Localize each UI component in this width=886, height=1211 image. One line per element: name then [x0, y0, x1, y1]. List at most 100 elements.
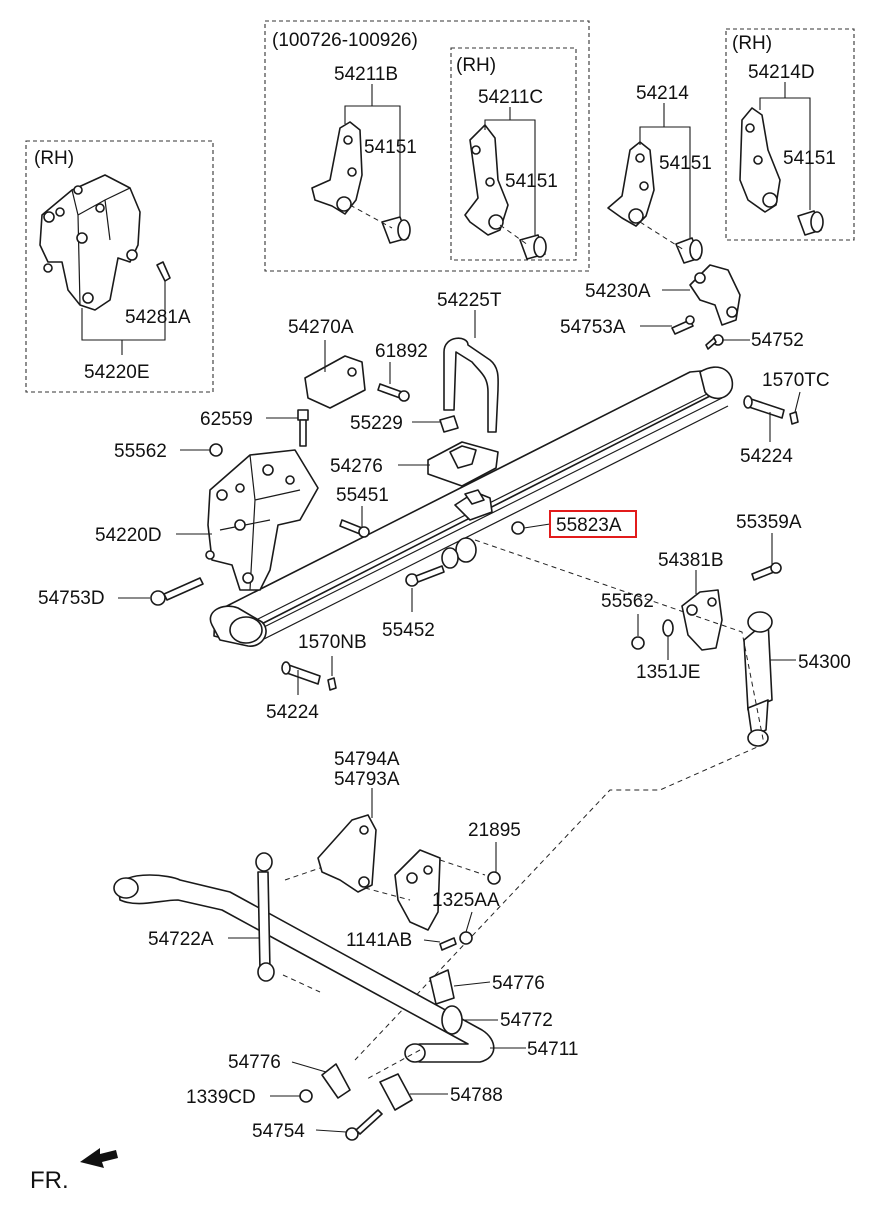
nut-55229 — [439, 415, 459, 433]
bolt-1141AB — [439, 937, 457, 951]
bolt-61892 — [377, 383, 410, 402]
pad-54276 — [427, 441, 499, 487]
group-box-date-range — [264, 20, 590, 272]
bushing-center — [441, 537, 477, 569]
hanger-bracket-54220D — [205, 449, 319, 591]
label-rh-left: (RH) — [34, 148, 74, 169]
label-54151-a: 54151 — [364, 137, 417, 158]
nut-54752 — [705, 334, 724, 350]
washer-1351JE — [662, 619, 674, 637]
label-54711: 54711 — [527, 1039, 578, 1060]
highlight-box-55823A — [549, 510, 637, 538]
label-1570NB: 1570NB — [298, 632, 367, 653]
bolt-54754 — [345, 1109, 383, 1141]
clamp-54776-b — [321, 1063, 351, 1099]
bushing-54772 — [441, 1005, 463, 1035]
bracket-54211B — [311, 121, 363, 215]
bracket-54211C — [464, 124, 509, 236]
label-54214: 54214 — [636, 83, 689, 104]
label-54220E: 54220E — [84, 362, 150, 383]
label-55451: 55451 — [336, 485, 389, 506]
label-rh-right: (RH) — [732, 33, 772, 54]
bolt-62559 — [297, 409, 309, 447]
label-55562-b: 55562 — [601, 591, 654, 612]
clamp-54776-a — [429, 969, 455, 1005]
label-1325AA: 1325AA — [432, 890, 500, 911]
label-54211B: 54211B — [334, 64, 398, 85]
label-54276: 54276 — [330, 456, 383, 477]
bracket-54794A — [317, 814, 377, 893]
nut-1339CD — [299, 1089, 313, 1103]
label-55359A: 55359A — [736, 512, 802, 533]
label-54793A: 54793A — [334, 769, 400, 790]
bushing-54151-b — [519, 234, 547, 260]
label-54224-front: 54224 — [266, 702, 319, 723]
hanger-bracket-54220E — [39, 174, 141, 311]
label-54754: 54754 — [252, 1121, 305, 1142]
label-1570TC: 1570TC — [762, 370, 830, 391]
label-54788: 54788 — [450, 1085, 503, 1106]
label-55229: 55229 — [350, 413, 403, 434]
shackle-54230A — [689, 264, 741, 326]
label-54151-b: 54151 — [505, 171, 558, 192]
label-54151-c: 54151 — [659, 153, 712, 174]
bracket-link-plate — [394, 849, 441, 931]
bolt-55452 — [405, 565, 445, 587]
pin-54224-front — [281, 661, 321, 685]
bracket-54214D — [739, 107, 781, 213]
label-54381B: 54381B — [658, 550, 724, 571]
label-54230A: 54230A — [585, 281, 651, 302]
label-55823A: 55823A — [556, 515, 622, 536]
leaf-spring — [209, 366, 734, 647]
shock-absorber-54300 — [743, 611, 773, 747]
u-bolt-54225T — [443, 337, 499, 433]
label-54270A: 54270A — [288, 317, 354, 338]
pin-54224-rear — [743, 395, 785, 419]
label-date-range: (100726-100926) — [272, 30, 418, 51]
label-55562-a: 55562 — [114, 441, 167, 462]
bushing-54788 — [379, 1073, 413, 1111]
bushing-54151-a — [381, 216, 411, 244]
nut-55562-a — [209, 443, 223, 457]
leader-lines — [81, 82, 811, 1133]
label-55452: 55452 — [382, 620, 435, 641]
cotter-1570TC — [789, 411, 799, 425]
label-54211C: 54211C — [478, 87, 543, 108]
part-labels: (100726-100926) (RH) (RH) (RH) 54211B 54… — [30, 30, 851, 1194]
label-54753D: 54753D — [38, 588, 105, 609]
label-54220D: 54220D — [95, 525, 162, 546]
nut-1325AA — [459, 931, 473, 945]
label-54151-d: 54151 — [783, 148, 836, 169]
nut-21895 — [487, 871, 501, 885]
label-rh-inner: (RH) — [456, 55, 496, 76]
label-21895: 21895 — [468, 820, 521, 841]
bushing-54151-d — [797, 210, 824, 236]
label-54752: 54752 — [751, 330, 804, 351]
label-54776-a: 54776 — [492, 973, 545, 994]
label-62559: 62559 — [200, 409, 253, 430]
group-box-rh-right — [725, 28, 855, 241]
bolt-54281A — [156, 261, 171, 282]
bolt-54753A — [671, 315, 695, 335]
label-54225T: 54225T — [437, 290, 502, 311]
cotter-1570NB — [327, 677, 337, 691]
bracket-54270A — [304, 355, 366, 409]
label-54224-rear: 54224 — [740, 446, 793, 467]
bolt-55359A — [751, 562, 782, 581]
label-1351JE: 1351JE — [636, 662, 700, 683]
bolt-54753D — [150, 577, 204, 606]
label-54722A: 54722A — [148, 929, 214, 950]
shock-bracket-54381B — [681, 589, 723, 651]
bolt-55451 — [339, 519, 370, 538]
label-54214D: 54214D — [748, 62, 815, 83]
label-54753A: 54753A — [560, 317, 626, 338]
label-54281A: 54281A — [125, 307, 191, 328]
label-54776-b: 54776 — [228, 1052, 281, 1073]
label-54300: 54300 — [798, 652, 851, 673]
label-front: FR. — [30, 1167, 69, 1194]
label-61892: 61892 — [375, 341, 428, 362]
group-box-rh-inner — [450, 47, 577, 261]
label-1339CD: 1339CD — [186, 1087, 256, 1108]
